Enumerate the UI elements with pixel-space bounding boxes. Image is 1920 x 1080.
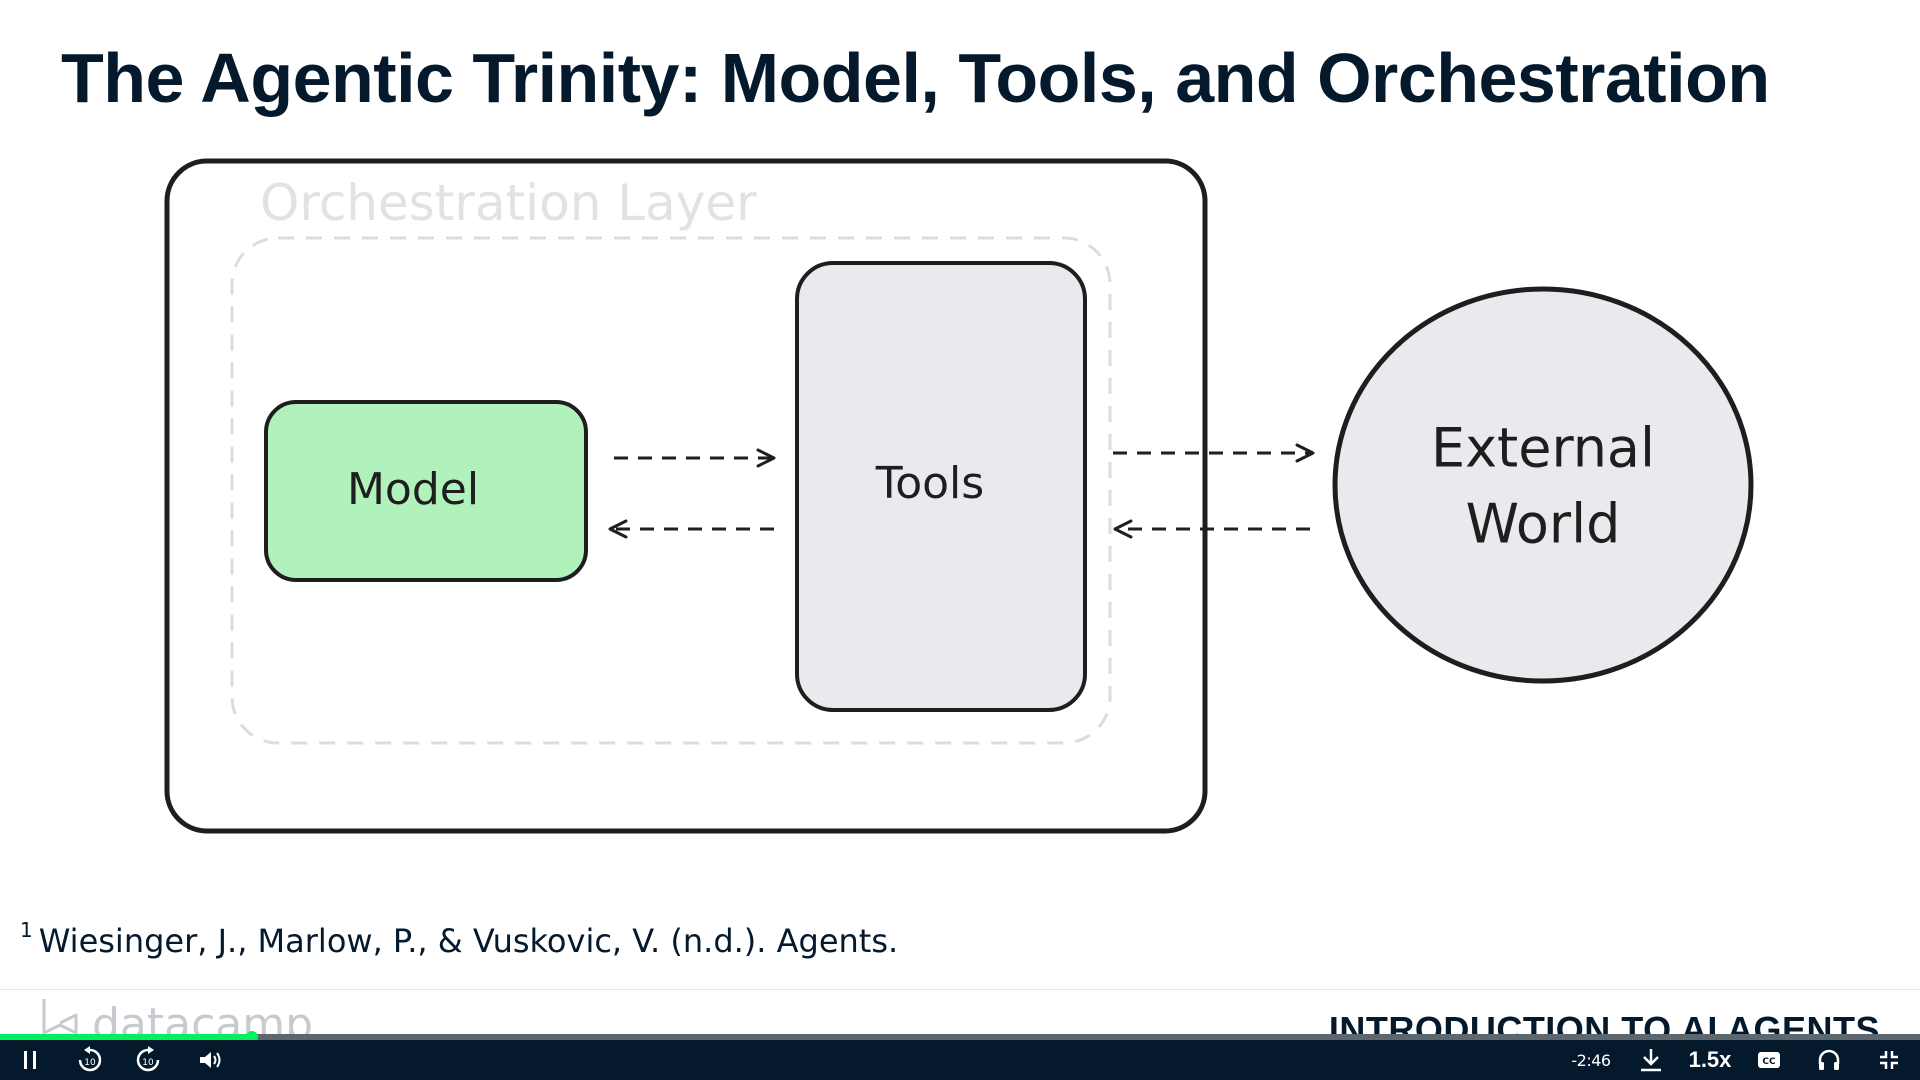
rewind-10-icon: 10 [78, 1046, 102, 1072]
volume-button[interactable] [196, 1040, 224, 1080]
external-world-label-line2: World [1466, 493, 1621, 556]
tools-box [795, 261, 1087, 712]
slide-footer: datacamp INTRODUCTION TO AI AGENTS [0, 995, 1920, 1037]
datacamp-mark-icon [42, 999, 78, 1035]
svg-text:10: 10 [84, 1058, 96, 1068]
model-box [264, 400, 588, 582]
audio-button[interactable] [1814, 1040, 1844, 1080]
captions-button[interactable]: CC [1754, 1040, 1784, 1080]
playback-speed-button[interactable]: 1.5x [1688, 1047, 1732, 1072]
model-label: Model [347, 464, 479, 515]
download-icon [1641, 1049, 1661, 1072]
svg-text:10: 10 [142, 1058, 154, 1068]
download-button[interactable] [1636, 1040, 1666, 1080]
time-remaining: -2:46 [1571, 1050, 1611, 1070]
pause-icon [24, 1051, 36, 1069]
brand-name: datacamp [92, 999, 314, 1037]
rewind-10-button[interactable]: 10 [74, 1040, 106, 1080]
external-world-circle [1332, 286, 1754, 684]
footnote-number: 1 [20, 918, 33, 942]
slide-title: The Agentic Trinity: Model, Tools, and O… [61, 39, 1770, 117]
orchestration-layer-label: Orchestration Layer [260, 174, 757, 232]
pause-button[interactable] [16, 1040, 44, 1080]
captions-icon: CC [1758, 1052, 1780, 1068]
external-world-label-line1: External [1431, 417, 1655, 480]
forward-10-button[interactable]: 10 [132, 1040, 164, 1080]
datacamp-logo: datacamp [40, 995, 313, 1037]
headphones-icon [1818, 1049, 1840, 1070]
exit-fullscreen-icon [1880, 1051, 1898, 1069]
orchestration-layer-box [230, 236, 1112, 745]
course-name: INTRODUCTION TO AI AGENTS [1328, 1009, 1880, 1037]
video-control-bar: 10 10 -2:46 1.5x CC [0, 1040, 1920, 1080]
tools-label: Tools [875, 458, 984, 509]
svg-text:CC: CC [1762, 1057, 1776, 1067]
forward-10-icon: 10 [136, 1046, 160, 1072]
volume-icon [200, 1052, 221, 1068]
footer-divider [0, 989, 1920, 990]
footnote-text: Wiesinger, J., Marlow, P., & Vuskovic, V… [38, 922, 899, 960]
exit-fullscreen-button[interactable] [1874, 1040, 1904, 1080]
progress-fill [0, 1034, 252, 1040]
